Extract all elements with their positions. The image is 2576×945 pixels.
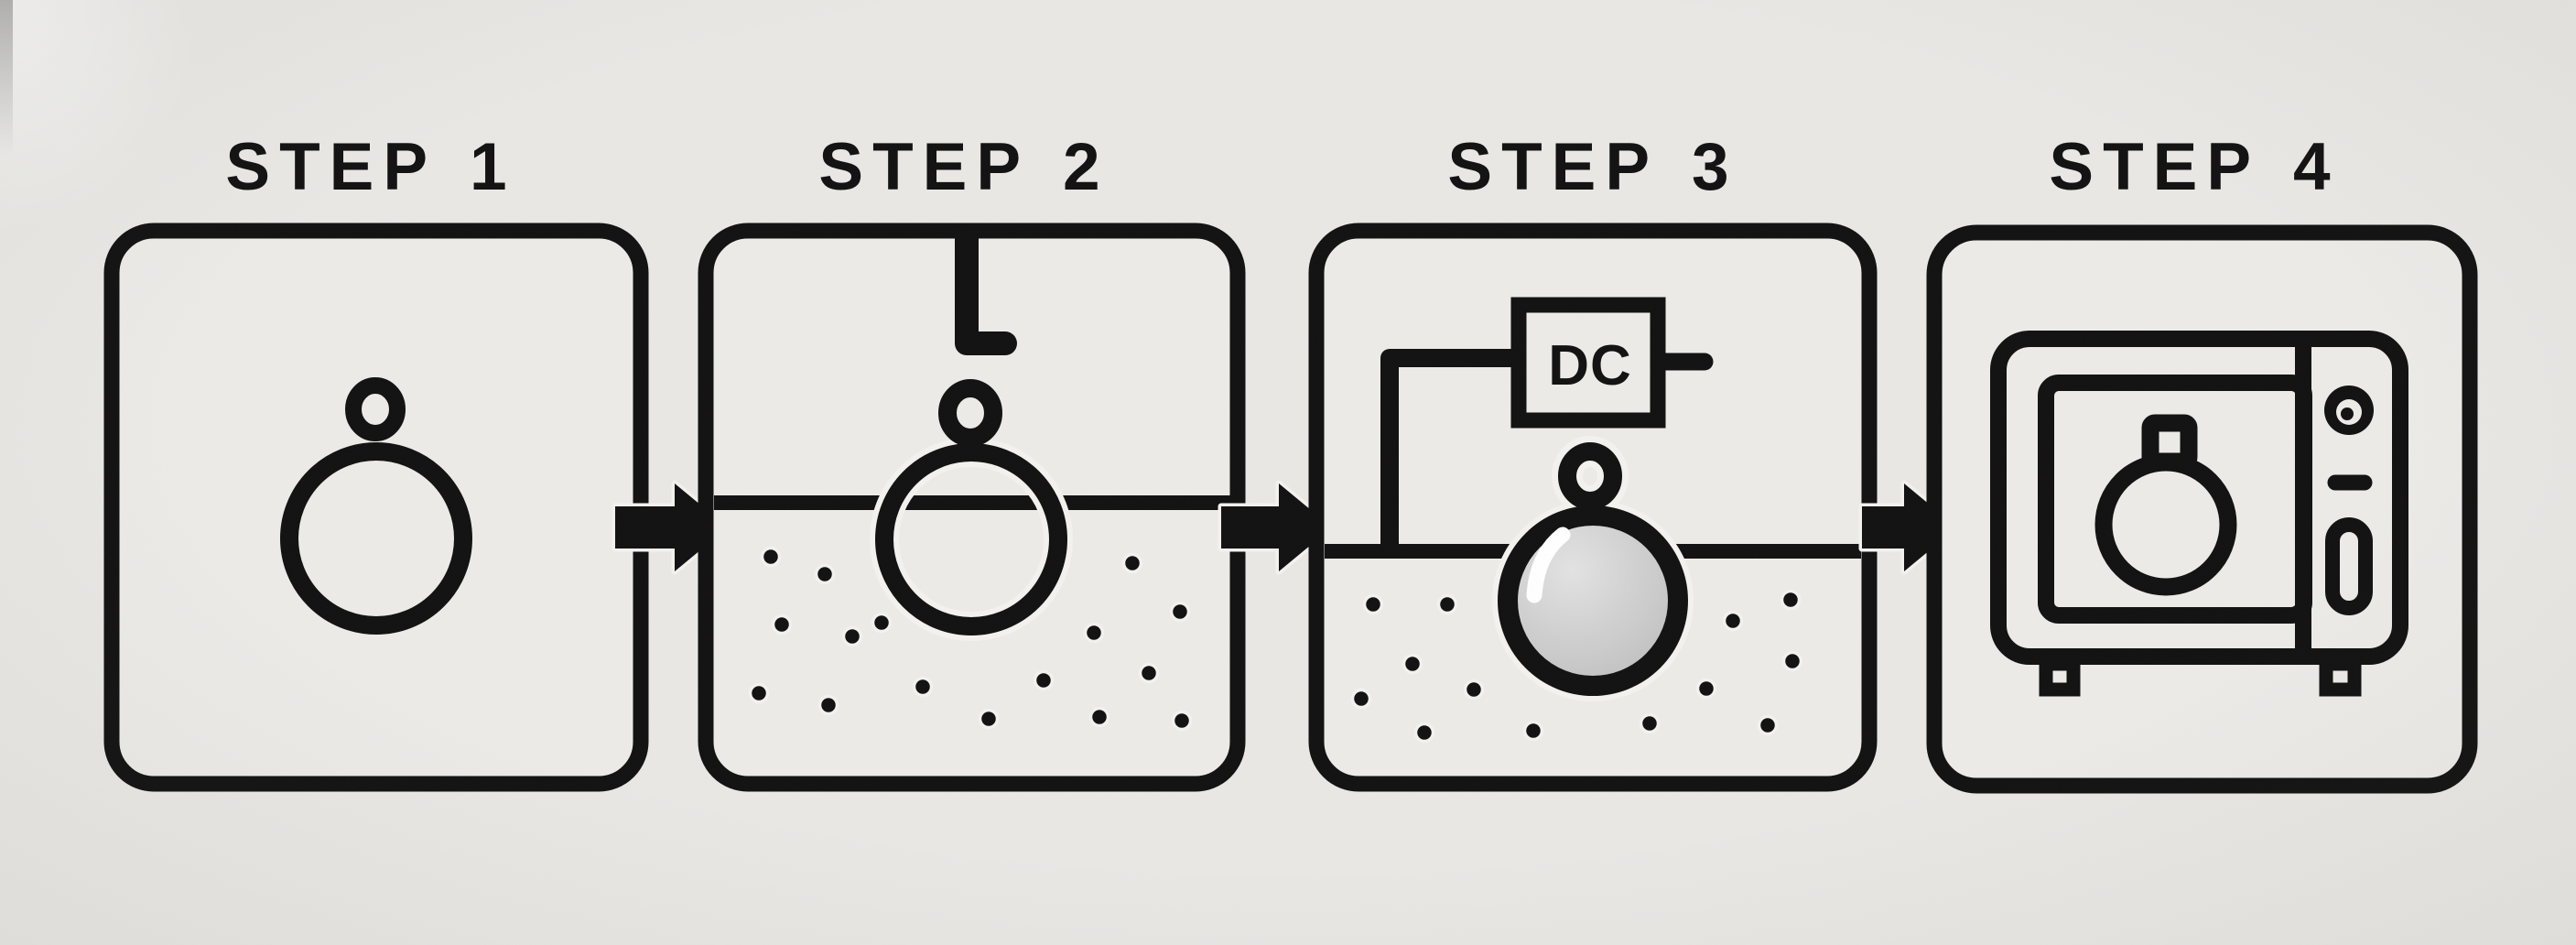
particle-dot bbox=[1757, 714, 1779, 736]
particle-dot bbox=[1695, 678, 1717, 700]
particle-dot bbox=[1522, 720, 1544, 742]
step-1-panel bbox=[103, 223, 649, 792]
pendant-icon bbox=[280, 377, 472, 635]
particle-dot bbox=[1639, 712, 1661, 734]
particle-dot bbox=[771, 614, 793, 635]
pendant-in-oven-icon bbox=[2094, 414, 2237, 596]
particle-dot bbox=[1463, 679, 1485, 701]
oven-knob-icon bbox=[2324, 386, 2374, 435]
step-2-section: STEP 2 bbox=[698, 130, 1246, 792]
particle-dot bbox=[817, 694, 839, 716]
kiln-oven-icon bbox=[1990, 331, 2408, 697]
particle-dot bbox=[1362, 593, 1384, 615]
dc-power-icon: DC bbox=[1380, 297, 1714, 550]
step-1-label: STEP 1 bbox=[225, 130, 515, 204]
pendant-bail-loop bbox=[938, 379, 1002, 447]
particle-dot bbox=[871, 612, 893, 634]
step-4-label: STEP 4 bbox=[2049, 130, 2339, 204]
particle-dot bbox=[1171, 710, 1193, 732]
hanging-hook-icon bbox=[955, 224, 1017, 355]
particle-dot bbox=[1138, 662, 1160, 684]
step-3-section: STEP 3 DC bbox=[1308, 130, 1878, 792]
arrow-right-icon bbox=[1218, 480, 1336, 575]
particle-dot bbox=[1722, 610, 1744, 632]
particle-dots bbox=[748, 546, 1193, 732]
particle-dot bbox=[1083, 622, 1105, 644]
particle-dot bbox=[841, 625, 863, 647]
particle-dot bbox=[1121, 552, 1143, 574]
step-2-label: STEP 2 bbox=[818, 130, 1109, 204]
particle-dot bbox=[1088, 706, 1110, 728]
sphere-bail-loop bbox=[1558, 442, 1622, 510]
sphere-highlight bbox=[1526, 527, 1571, 603]
particle-dots bbox=[1350, 589, 1803, 744]
pendant-bail-loop bbox=[345, 377, 406, 441]
oven-handle-slider bbox=[2325, 517, 2373, 615]
particle-dot bbox=[760, 546, 782, 568]
particle-dot bbox=[978, 708, 1000, 730]
particle-dot bbox=[1402, 653, 1423, 675]
step-1-section: STEP 1 bbox=[103, 130, 649, 792]
pendant-ring bbox=[280, 442, 472, 635]
particle-dot bbox=[1169, 601, 1191, 623]
particle-dot bbox=[814, 563, 836, 585]
particle-dot bbox=[1350, 688, 1372, 710]
plated-sphere-icon bbox=[1492, 436, 1694, 701]
pendant-ring bbox=[2094, 453, 2237, 596]
particle-dot bbox=[1436, 593, 1458, 615]
particle-dot bbox=[1033, 669, 1055, 691]
particle-dot bbox=[1781, 650, 1803, 672]
particle-dot bbox=[912, 676, 934, 698]
dc-source-label: DC bbox=[1548, 334, 1632, 397]
dc-wire bbox=[1380, 349, 1515, 550]
particle-dot bbox=[1780, 589, 1802, 611]
pendant-submerged-icon bbox=[870, 379, 1073, 641]
pendant-ring bbox=[875, 443, 1067, 635]
step-4-section: STEP 4 bbox=[1926, 130, 2478, 794]
particle-dot bbox=[1413, 722, 1435, 744]
particle-dot bbox=[748, 682, 770, 704]
oven-door-window bbox=[2038, 375, 2312, 624]
step-3-label: STEP 3 bbox=[1447, 130, 1737, 204]
